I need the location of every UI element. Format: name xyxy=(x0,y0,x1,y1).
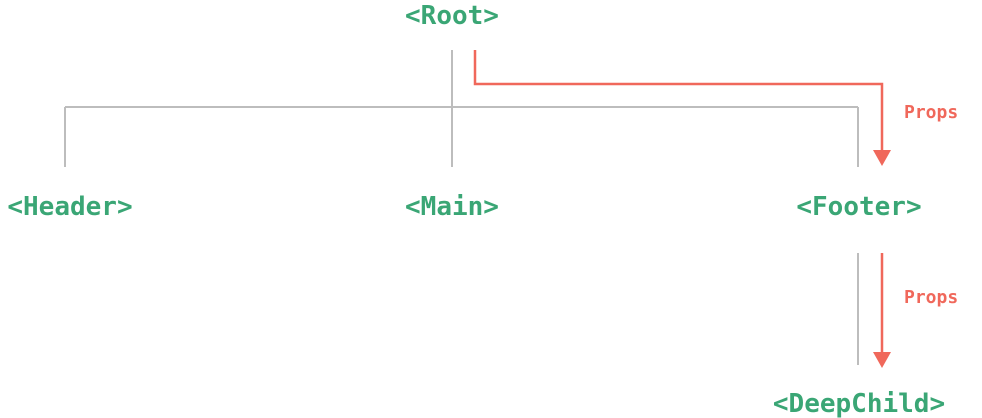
node-footer: <Footer> xyxy=(796,192,921,222)
arrowheads xyxy=(873,150,891,368)
arrowhead-footer xyxy=(873,150,891,166)
arrowhead-deepchild xyxy=(873,352,891,368)
tree-connectors xyxy=(64,50,859,365)
props-flow xyxy=(473,50,884,354)
node-root: <Root> xyxy=(405,1,499,31)
props-label-footer-to-deepchild: Props xyxy=(904,287,958,308)
props-label-root-to-footer: Props xyxy=(904,102,958,123)
props-arrow-root-to-footer xyxy=(473,50,884,152)
node-deepchild: <DeepChild> xyxy=(773,389,945,418)
node-main: <Main> xyxy=(405,192,499,222)
node-header: <Header> xyxy=(7,192,132,222)
